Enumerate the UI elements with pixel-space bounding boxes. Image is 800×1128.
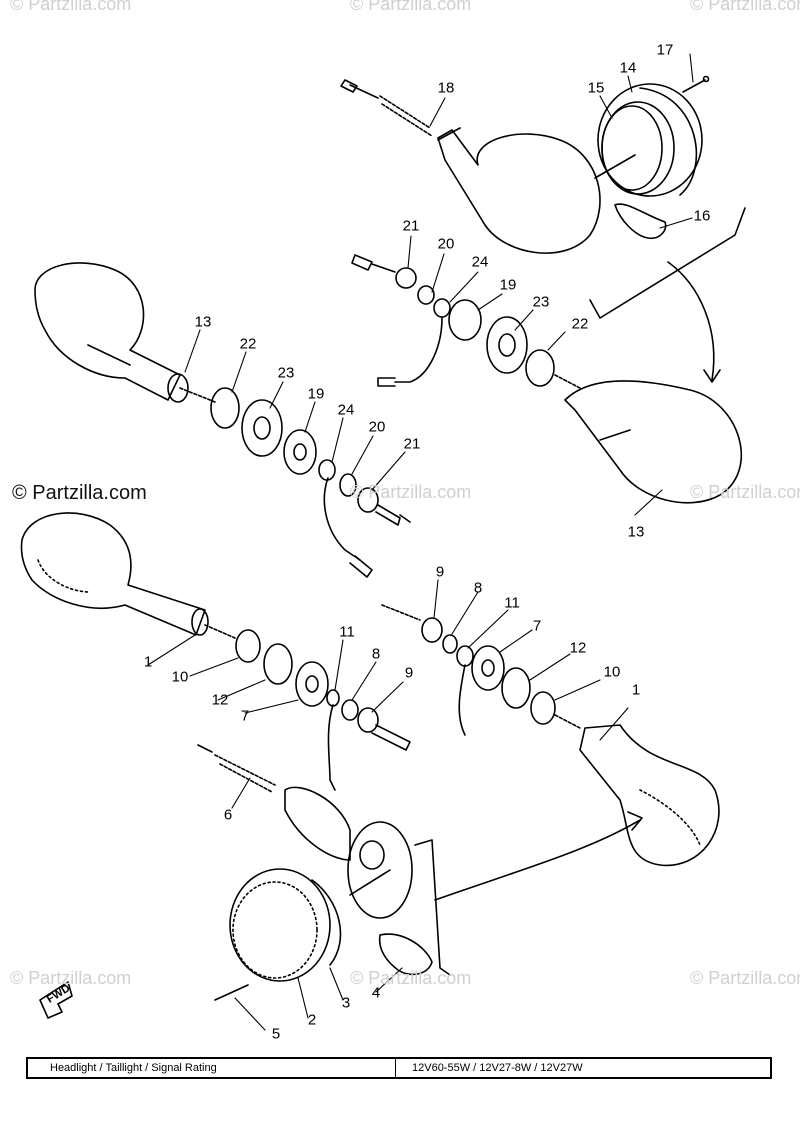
watermark: © Partzilla.com: [10, 968, 132, 988]
watermark: © Partzilla.com: [690, 482, 800, 502]
watermark: © Partzilla.com: [350, 968, 472, 988]
callout: 14: [619, 59, 637, 77]
callout: 21: [403, 435, 421, 453]
rear-signal-upper: [340, 75, 710, 254]
callout: 8: [473, 579, 483, 597]
callout: 21: [402, 217, 420, 235]
callout: 2: [307, 1011, 317, 1029]
rear-signal-right: [351, 254, 743, 504]
front-signal-bottom: [197, 744, 643, 1001]
callout: 20: [437, 235, 455, 253]
watermark: © Partzilla.com: [690, 968, 800, 988]
callout: 22: [571, 315, 589, 333]
callout: 7: [532, 617, 542, 635]
callout: 10: [603, 663, 621, 681]
callout: 13: [627, 523, 645, 541]
callout: 12: [569, 639, 587, 657]
mounting-arrow-upper: [589, 207, 746, 383]
callout: 10: [171, 668, 189, 686]
callout: 6: [223, 806, 233, 824]
fwd-arrow-icon: [39, 981, 73, 1019]
callout: 22: [239, 335, 257, 353]
callout: 20: [368, 418, 386, 436]
callout: 3: [341, 994, 351, 1012]
watermark-main: © Partzilla.com: [12, 482, 147, 504]
front-signal-left: [20, 512, 411, 791]
callout: 15: [587, 79, 605, 97]
callout: 4: [371, 984, 381, 1002]
callout: 24: [337, 401, 355, 419]
callout: 9: [404, 664, 414, 682]
front-signal-right: [381, 604, 720, 867]
callout: 18: [437, 79, 455, 97]
callout: 11: [339, 623, 355, 641]
callout: 24: [471, 253, 489, 271]
callout: 9: [435, 563, 445, 581]
callout: 13: [194, 313, 212, 331]
rear-signal-left: [34, 262, 411, 578]
callout: 12: [211, 691, 229, 709]
callout: 23: [532, 293, 550, 311]
watermark: © Partzilla.com: [350, 0, 472, 14]
watermark: © Partzilla.com: [350, 482, 472, 502]
rating-value: 12V60-55W / 12V27-8W / 12V27W: [412, 1062, 583, 1074]
callout: 17: [656, 41, 674, 59]
callout: 7: [240, 707, 250, 725]
callout: 19: [499, 276, 517, 294]
watermark: © Partzilla.com: [690, 0, 800, 14]
callout: 19: [307, 385, 325, 403]
callout: 8: [371, 645, 381, 663]
rating-table: Headlight / Taillight / Signal Rating 12…: [26, 1057, 772, 1079]
callout: 16: [693, 207, 711, 225]
watermark: © Partzilla.com: [10, 0, 132, 14]
callout: 1: [631, 681, 641, 699]
rating-label: Headlight / Taillight / Signal Rating: [28, 1059, 396, 1077]
callout: 11: [504, 594, 520, 612]
callout: 23: [277, 364, 295, 382]
callout: 1: [143, 653, 153, 671]
callout: 5: [271, 1025, 281, 1043]
leader-lines: [147, 53, 694, 1031]
